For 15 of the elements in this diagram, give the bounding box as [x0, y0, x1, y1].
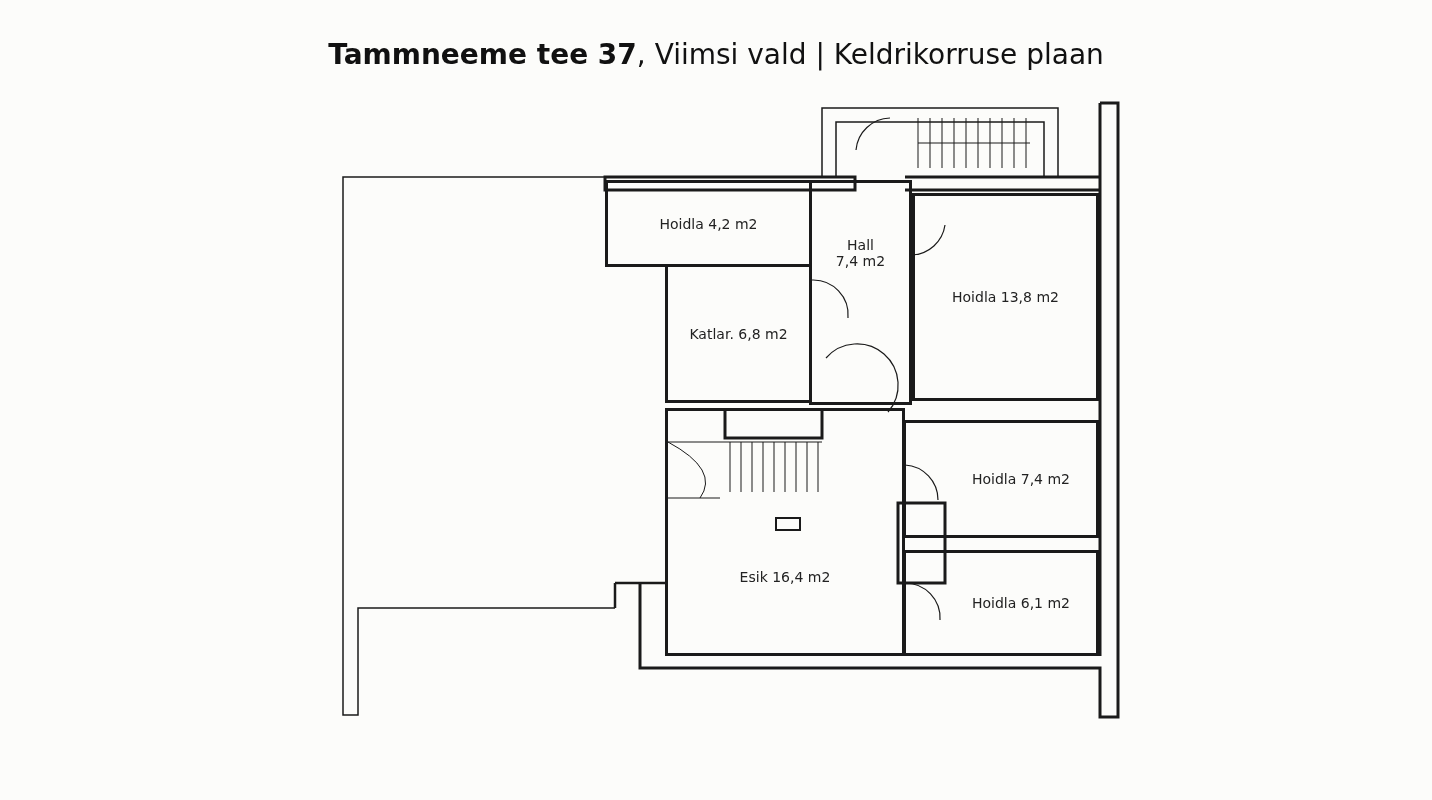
- room: [903, 420, 1099, 538]
- room: [605, 180, 812, 267]
- room-label: Hoidla 4,2 m2: [659, 215, 758, 232]
- room: [912, 193, 1099, 401]
- room-label: Katlar. 6,8 m2: [689, 325, 788, 342]
- room: [903, 550, 1099, 656]
- room-label: Esik 16,4 m2: [739, 569, 831, 585]
- plan-title: Tammneeme tee 37, Viimsi vald | Keldrikorruse plaan: [327, 38, 1105, 71]
- room-label: Hoidla 7,4 m2: [971, 471, 1071, 487]
- room-label: Hoidla 13,8 m2: [952, 289, 1059, 305]
- room-label: Hoidla 6,1 m2: [971, 595, 1071, 611]
- room: [809, 180, 912, 405]
- room: [665, 408, 905, 656]
- room-label: Hall 7,4 m2: [834, 236, 887, 269]
- room: [665, 264, 812, 403]
